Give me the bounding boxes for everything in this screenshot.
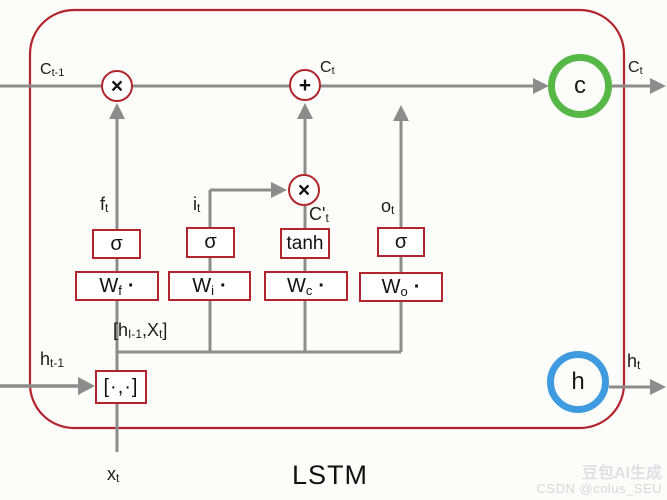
- sigma-box-input: σ: [186, 227, 235, 258]
- dot-product-icon: ·: [220, 274, 227, 297]
- wc-label: Wc: [286, 274, 313, 298]
- multiply-icon: ×: [110, 74, 124, 98]
- label-concat-vector: [hI-1,Xt]: [113, 320, 168, 341]
- dot-product-icon: ·: [318, 274, 326, 297]
- concat-glyph: [·,·]: [103, 375, 139, 398]
- cell-state-circle: c: [548, 54, 612, 118]
- sigma-glyph: σ: [394, 230, 408, 253]
- cell-boundary-box: [28, 8, 626, 430]
- hidden-state-circle: h: [547, 351, 609, 413]
- wf-label: Wf: [99, 274, 122, 298]
- diagram-title: LSTM: [291, 460, 368, 490]
- sigma-glyph: σ: [204, 231, 217, 253]
- hidden-state-letter: h: [571, 368, 585, 395]
- label-c-out: Ct: [628, 59, 643, 77]
- multiply-icon: ×: [297, 178, 311, 202]
- label-h-prev: ht-1: [40, 349, 65, 370]
- weight-box-wf: Wf ·: [75, 271, 159, 301]
- tanh-box: tanh: [280, 228, 330, 259]
- tanh-glyph: tanh: [286, 232, 324, 254]
- arrowhead-into-cell-circle: [533, 78, 549, 94]
- watermark-line1: 豆包AI生成: [581, 464, 662, 482]
- multiply-op-forget: ×: [101, 70, 133, 102]
- plus-icon: +: [298, 73, 312, 97]
- weight-box-wc: Wc ·: [264, 271, 348, 301]
- sigma-box-output: σ: [377, 227, 425, 257]
- wo-label: Wo: [381, 275, 408, 299]
- label-h-out: ht: [627, 351, 641, 372]
- label-forget-gate: ft: [100, 194, 109, 215]
- arrowhead-output-gate-up: [393, 105, 409, 121]
- label-input-gate: it: [193, 194, 201, 215]
- weight-box-wo: Wo ·: [359, 272, 443, 302]
- sigma-glyph: σ: [110, 232, 123, 255]
- add-op: +: [289, 69, 321, 101]
- arrowhead-h-prev: [78, 377, 95, 395]
- cell-state-letter: c: [574, 72, 586, 99]
- watermark: 豆包AI生成 CSDN @colus_SEU: [537, 465, 662, 497]
- dot-product-icon: ·: [413, 275, 421, 298]
- dot-product-icon: ·: [127, 274, 135, 297]
- sigma-box-forget: σ: [92, 229, 141, 259]
- label-candidate: C't: [309, 204, 329, 225]
- label-output-gate: ot: [381, 196, 395, 217]
- label-c-prev: Ct-1: [40, 61, 65, 79]
- multiply-op-input: ×: [288, 174, 320, 206]
- arrowhead-input-to-multiply: [271, 182, 287, 198]
- label-c-mid: Ct: [320, 59, 335, 77]
- arrowhead-cell-output: [650, 78, 666, 94]
- concat-box: [·,·]: [95, 370, 147, 404]
- watermark-line2: CSDN @colus_SEU: [536, 481, 662, 497]
- weight-box-wi: Wi ·: [168, 271, 251, 301]
- arrowhead-forget-to-multiply: [109, 103, 125, 119]
- arrowhead-hidden-output: [650, 379, 666, 395]
- wi-label: Wi: [192, 274, 215, 298]
- label-x-input: xt: [107, 464, 120, 485]
- arrowhead-candidate-to-add: [297, 103, 313, 119]
